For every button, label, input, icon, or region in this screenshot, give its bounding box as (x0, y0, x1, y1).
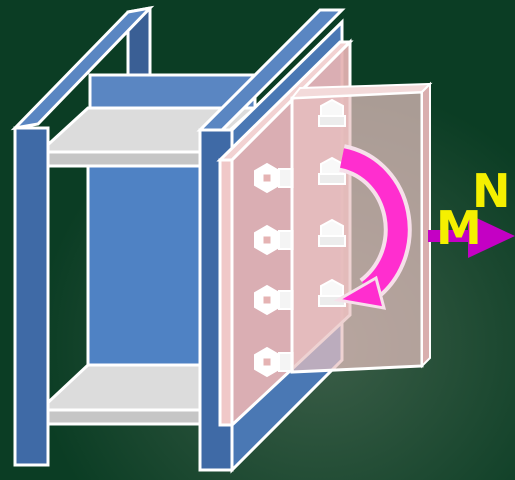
bolt-hexagon-icon (319, 220, 345, 246)
beam-top-flange-edge (40, 152, 205, 166)
beam-web (88, 165, 205, 365)
end-plate-edge (220, 160, 232, 425)
bolt-hexagon-icon (255, 164, 293, 192)
beam-left-side (15, 128, 48, 465)
bolt-hexagon-icon (319, 280, 345, 306)
cover-plate-edge (422, 84, 430, 366)
beam-bottom-flange-edge (40, 410, 205, 424)
axial-force-label: N (472, 168, 511, 214)
bolt-hexagon-icon (255, 226, 293, 254)
bolt-hexagon-icon (255, 286, 293, 314)
bolt-hexagon-icon (319, 100, 345, 126)
bolt-hexagon-icon (255, 348, 293, 376)
